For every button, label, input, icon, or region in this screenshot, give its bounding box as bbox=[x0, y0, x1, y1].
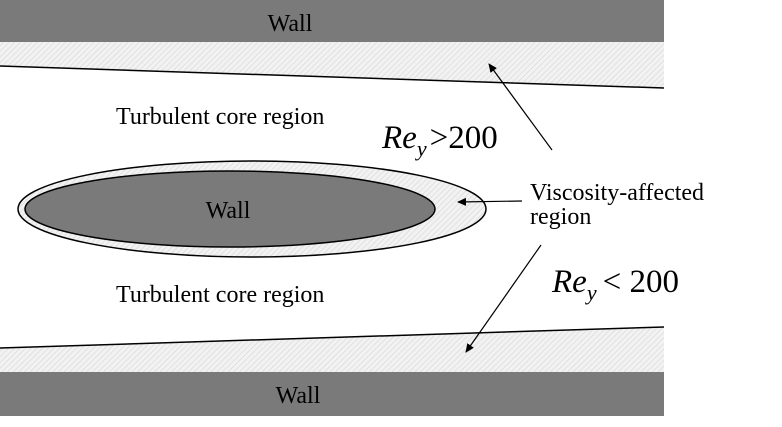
bottom-wall bbox=[0, 372, 664, 416]
re-lower-sub: y bbox=[585, 280, 597, 305]
re-upper-base: Re bbox=[381, 120, 417, 156]
viscosity-region-label: region bbox=[530, 204, 591, 230]
re-lower-relation: < 200 bbox=[603, 264, 679, 300]
re-lower-label: Rey< 200 bbox=[551, 264, 679, 305]
re-upper-relation: >200 bbox=[430, 120, 498, 156]
re-lower-base: Re bbox=[551, 264, 587, 300]
top-boundary-line bbox=[0, 65, 665, 89]
inner-wall-label: Wall bbox=[206, 198, 251, 224]
viscosity-affected-label: Viscosity-affected bbox=[530, 180, 704, 206]
bottom-wall-label: Wall bbox=[276, 383, 321, 409]
re-upper-sub: y bbox=[415, 136, 427, 161]
bottom-viscous-layer bbox=[0, 327, 664, 372]
arrow-to-top-layer bbox=[488, 63, 553, 151]
top-viscous-layer bbox=[0, 42, 664, 88]
top-wall bbox=[0, 0, 664, 42]
arrow-to-bottom-layer bbox=[465, 244, 542, 353]
re-upper-label: Rey>200 bbox=[381, 120, 498, 161]
inner-wall-ellipse bbox=[24, 170, 436, 248]
turbulent-core-lower-label: Turbulent core region bbox=[116, 282, 324, 308]
arrow-to-ellipse-layer bbox=[457, 197, 523, 206]
top-wall-label: Wall bbox=[268, 11, 313, 37]
bottom-boundary-line bbox=[0, 326, 665, 349]
turbulent-core-upper-label: Turbulent core region bbox=[116, 104, 324, 130]
